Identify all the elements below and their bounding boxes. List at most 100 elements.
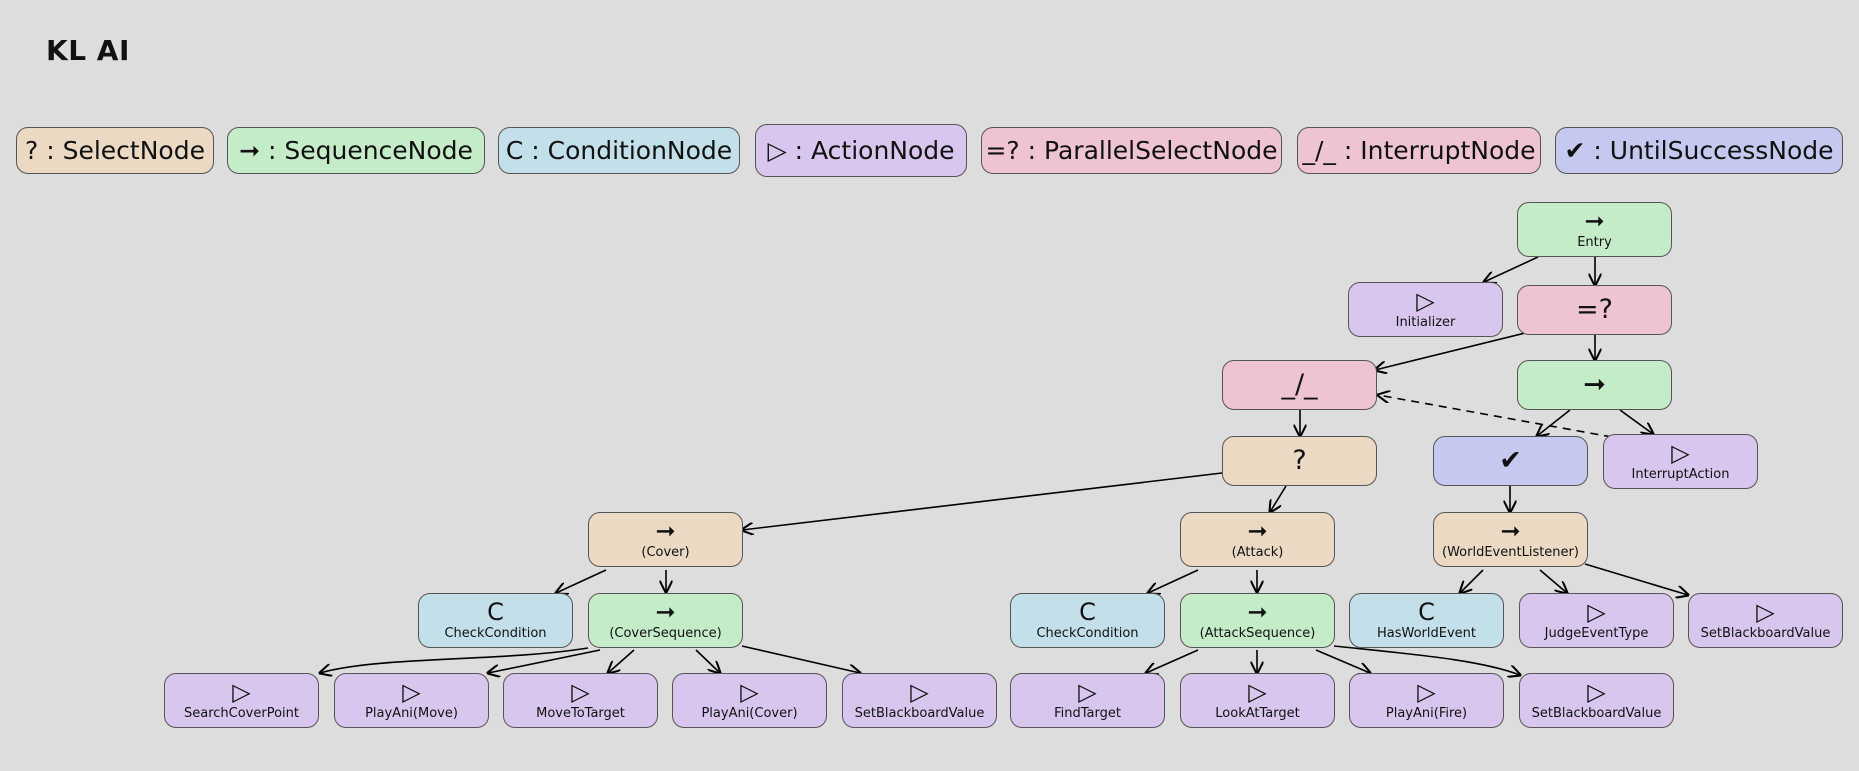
edge-seq-right-until xyxy=(1537,409,1571,436)
node-label: Initializer xyxy=(1395,315,1456,330)
action-icon: ▷ xyxy=(1417,678,1436,706)
node-label: InterruptAction xyxy=(1631,467,1730,482)
legend-select: ? : SelectNode xyxy=(16,127,214,174)
sequence-icon: ➞ xyxy=(1500,517,1521,545)
node-label: LookAtTarget xyxy=(1215,706,1300,721)
action-icon: ▷ xyxy=(1078,678,1097,706)
node-interrupt-action[interactable]: ▷ InterruptAction xyxy=(1603,434,1758,489)
node-look-at-target[interactable]: ▷ LookAtTarget xyxy=(1180,673,1335,728)
legend-sequence-text: : SequenceNode xyxy=(267,136,473,165)
node-play-ani-move[interactable]: ▷ PlayAni(Move) xyxy=(334,673,489,728)
node-set-blackboard-value-2[interactable]: ▷ SetBlackboardValue xyxy=(842,673,997,728)
action-icon: ▷ xyxy=(1248,678,1267,706)
node-play-ani-fire[interactable]: ▷ PlayAni(Fire) xyxy=(1349,673,1504,728)
node-label: JudgeEventType xyxy=(1544,626,1649,641)
edge-world-listener-has-world-event xyxy=(1460,569,1484,593)
node-initializer[interactable]: ▷ Initializer xyxy=(1348,282,1503,337)
action-icon: ▷ xyxy=(910,678,929,706)
select-icon: ? xyxy=(1292,445,1307,476)
node-play-ani-cover[interactable]: ▷ PlayAni(Cover) xyxy=(672,673,827,728)
edge-attack-seq-play-fire xyxy=(1315,649,1370,673)
node-label: (WorldEventListener) xyxy=(1442,545,1579,560)
action-icon: ▷ xyxy=(1587,598,1606,626)
node-label: (Attack) xyxy=(1231,545,1284,560)
node-label: SetBlackboardValue xyxy=(854,706,985,721)
edge-select-main-attack xyxy=(1270,485,1287,512)
node-select-main[interactable]: ? xyxy=(1222,436,1377,486)
sequence-icon: ➞ xyxy=(1584,207,1605,235)
diagram-title: KL AI xyxy=(46,34,130,67)
node-search-cover-point[interactable]: ▷ SearchCoverPoint xyxy=(164,673,319,728)
condition-icon: C xyxy=(1418,598,1435,626)
action-icon: ▷ xyxy=(1416,287,1435,315)
legend-until: ✔ : UntilSuccessNode xyxy=(1555,127,1843,174)
edge-parallel-interrupt xyxy=(1375,332,1526,370)
edge-attack-check-attack xyxy=(1148,569,1199,593)
node-label: (Cover) xyxy=(641,545,690,560)
action-icon: ▷ xyxy=(1756,598,1775,626)
sequence-icon: ➞ xyxy=(655,517,676,545)
node-label: (CoverSequence) xyxy=(609,626,722,641)
node-cover[interactable]: ➞ (Cover) xyxy=(588,512,743,567)
node-interrupt[interactable]: _/_ xyxy=(1222,360,1377,410)
legend-until-text: : UntilSuccessNode xyxy=(1593,136,1834,165)
edge-cover-seq-play-move xyxy=(488,649,601,673)
legend-parallel-symbol: =? xyxy=(985,136,1020,165)
node-judge-event-type[interactable]: ▷ JudgeEventType xyxy=(1519,593,1674,648)
sequence-icon: ➞ xyxy=(1247,517,1268,545)
node-cover-sequence[interactable]: ➞ (CoverSequence) xyxy=(588,593,743,648)
edge-interrupt-action-interrupt xyxy=(1378,395,1613,438)
node-set-blackboard-value-3[interactable]: ▷ SetBlackboardValue xyxy=(1519,673,1674,728)
node-label: MoveToTarget xyxy=(536,706,625,721)
node-sequence-right[interactable]: ➞ xyxy=(1517,360,1672,410)
edge-entry-initializer xyxy=(1484,256,1539,282)
node-world-event-listener[interactable]: ➞ (WorldEventListener) xyxy=(1433,512,1588,567)
node-label: PlayAni(Fire) xyxy=(1385,706,1468,721)
interrupt-icon: _/_ xyxy=(1281,369,1318,400)
node-find-target[interactable]: ▷ FindTarget xyxy=(1010,673,1165,728)
sequence-icon: ➞ xyxy=(655,598,676,626)
edge-cover-seq-move-target xyxy=(608,649,635,673)
node-has-world-event[interactable]: C HasWorldEvent xyxy=(1349,593,1504,648)
legend-action: ▷ : ActionNode xyxy=(755,124,967,177)
node-parallel-select[interactable]: =? xyxy=(1517,285,1672,335)
condition-icon: C xyxy=(487,598,504,626)
node-label: Entry xyxy=(1577,235,1612,250)
action-icon: ▷ xyxy=(571,678,590,706)
node-label: CheckCondition xyxy=(1036,626,1139,641)
action-icon: ▷ xyxy=(1587,678,1606,706)
sequence-icon: ➞ xyxy=(1247,598,1268,626)
node-set-blackboard-value-1[interactable]: ▷ SetBlackboardValue xyxy=(1688,593,1843,648)
condition-icon: C xyxy=(1079,598,1096,626)
edge-attack-seq-find-target xyxy=(1146,649,1199,673)
legend-condition: C : ConditionNode xyxy=(498,127,740,174)
edge-select-main-cover xyxy=(742,472,1223,530)
legend-action-text: : ActionNode xyxy=(794,136,955,165)
action-icon: ▷ xyxy=(1671,439,1690,467)
node-label: PlayAni(Move) xyxy=(365,706,458,721)
edge-cover-seq-set-bb-2 xyxy=(741,645,860,673)
node-until-success[interactable]: ✔ xyxy=(1433,436,1588,486)
checkmark-icon: ✔ xyxy=(1499,445,1522,476)
node-label: CheckCondition xyxy=(444,626,547,641)
node-move-to-target[interactable]: ▷ MoveToTarget xyxy=(503,673,658,728)
edge-world-listener-judge-event xyxy=(1539,569,1567,593)
legend-condition-text: : ConditionNode xyxy=(531,136,733,165)
node-label: PlayAni(Cover) xyxy=(701,706,798,721)
edge-attack-seq-set-bb-3 xyxy=(1333,645,1520,675)
legend-select-symbol: ? xyxy=(25,136,39,165)
node-attack-sequence[interactable]: ➞ (AttackSequence) xyxy=(1180,593,1335,648)
legend-action-symbol: ▷ xyxy=(767,136,787,165)
node-check-condition-cover[interactable]: C CheckCondition xyxy=(418,593,573,648)
node-attack[interactable]: ➞ (Attack) xyxy=(1180,512,1335,567)
node-label: (AttackSequence) xyxy=(1199,626,1316,641)
node-entry[interactable]: ➞ Entry xyxy=(1517,202,1672,257)
node-check-condition-attack[interactable]: C CheckCondition xyxy=(1010,593,1165,648)
legend-condition-symbol: C xyxy=(505,136,524,165)
node-label: HasWorldEvent xyxy=(1376,626,1476,641)
legend-interrupt-symbol: _/_ xyxy=(1302,136,1336,165)
node-label: SetBlackboardValue xyxy=(1531,706,1662,721)
sequence-icon: ➞ xyxy=(1583,369,1606,400)
